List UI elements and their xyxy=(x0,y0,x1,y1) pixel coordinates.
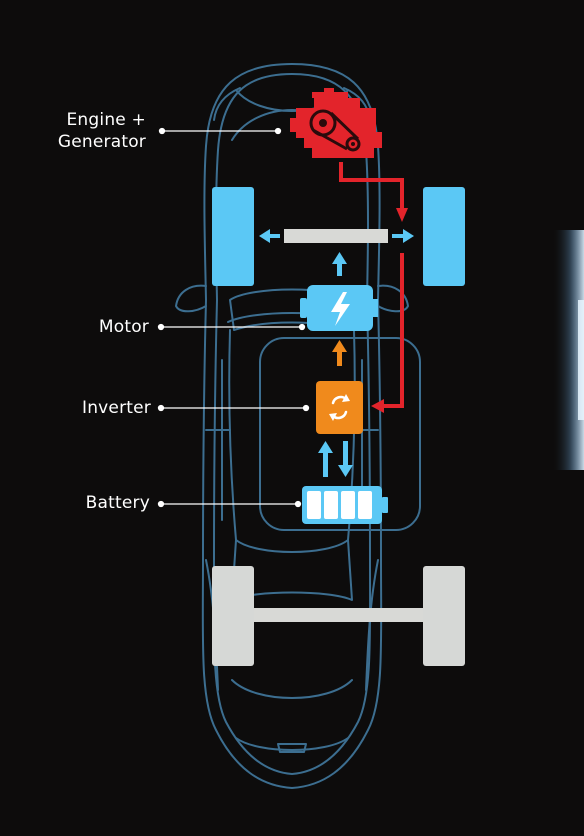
edge-glow-core xyxy=(578,300,584,420)
battery-inverter-arrows xyxy=(318,441,353,477)
front-wheel-right xyxy=(423,187,465,286)
engine-generator-label: Engine + Generator xyxy=(20,109,146,153)
generator-to-inverter-arrowhead xyxy=(371,399,384,413)
rear-wheel-left xyxy=(212,566,254,666)
generator-flow-arrowhead xyxy=(396,208,408,222)
engine-label-line1: Engine + xyxy=(66,110,146,130)
generator-flow-arrow xyxy=(339,162,404,210)
leader-lines xyxy=(157,127,310,508)
lightning-bolt-icon xyxy=(300,285,378,331)
motor-label: Motor xyxy=(98,317,149,337)
battery-label: Battery xyxy=(85,493,150,513)
rear-axle-bar xyxy=(254,608,423,622)
engine-label-line2: Generator xyxy=(57,132,146,152)
generator-to-inverter-arrow xyxy=(382,253,404,408)
battery-icon xyxy=(302,486,388,524)
motor-to-axle-arrow xyxy=(332,252,347,276)
inverter-to-motor-arrow xyxy=(332,340,347,366)
engine-icon xyxy=(290,88,382,158)
rear-wheel-right xyxy=(423,566,465,666)
cycle-arrows-icon xyxy=(316,381,363,434)
front-wheel-left xyxy=(212,187,254,286)
front-axle-arrows xyxy=(259,229,414,243)
front-axle-bar xyxy=(284,229,388,243)
inverter-label: Inverter xyxy=(81,398,151,418)
